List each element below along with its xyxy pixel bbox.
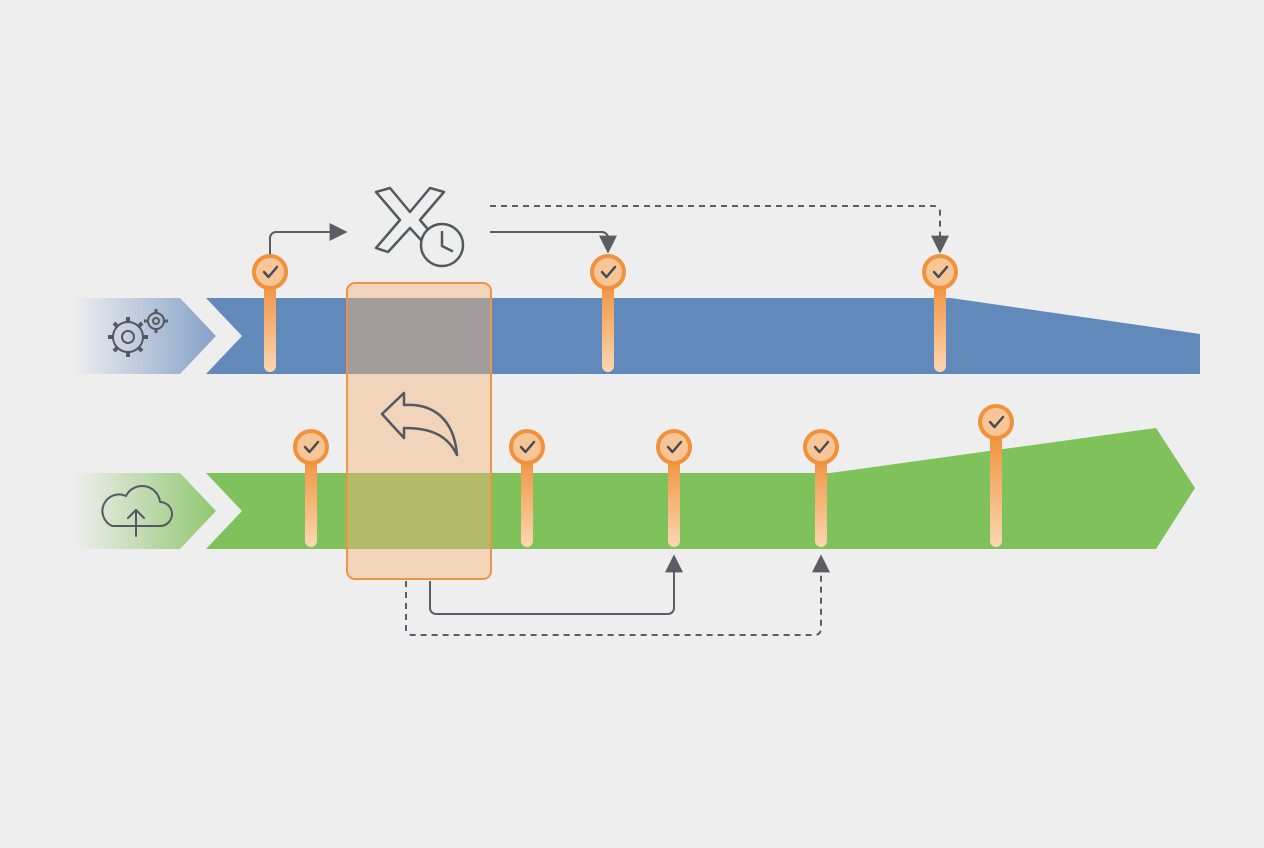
gears-icon (108, 309, 168, 357)
milestone-stem (521, 447, 533, 547)
green-milestone-pin (293, 429, 329, 547)
checkmark-icon (600, 265, 617, 279)
milestone-stem (934, 272, 946, 372)
green-lane-body (206, 428, 1195, 549)
checkmark-icon (988, 415, 1005, 429)
milestone-badge (590, 254, 626, 290)
milestone-badge (656, 429, 692, 465)
checkmark-icon (813, 440, 830, 454)
checkmark-icon (262, 265, 279, 279)
milestone-stem (990, 422, 1002, 547)
milestone-stem (602, 272, 614, 372)
blue-milestone-pin (590, 254, 626, 372)
milestone-badge (509, 429, 545, 465)
checkmark-icon (666, 440, 683, 454)
retry-connector-blue-3 (490, 205, 949, 254)
rollback-window (346, 282, 492, 580)
checkmark-icon (932, 265, 949, 279)
green-milestone-pin (509, 429, 545, 547)
blue-lane-fade-tail (930, 298, 1200, 374)
checkmark-icon (303, 440, 320, 454)
blue-pipeline-lane (72, 298, 1200, 374)
blue-milestone-pin (252, 254, 288, 372)
blue-milestone-pin (922, 254, 958, 372)
restore-connector-green-3 (429, 554, 683, 615)
milestone-badge (803, 429, 839, 465)
milestone-badge (922, 254, 958, 290)
milestones (252, 254, 1014, 547)
connectors (269, 205, 949, 636)
milestone-stem (815, 447, 827, 547)
green-milestone-pin (978, 404, 1014, 547)
fail-trigger-connector (269, 223, 348, 258)
milestone-badge (293, 429, 329, 465)
milestone-stem (668, 447, 680, 547)
milestone-stem (264, 272, 276, 372)
green-lane-start-chevron (72, 473, 216, 549)
checkmark-icon (519, 440, 536, 454)
green-milestone-pin (656, 429, 692, 547)
green-milestone-pin (803, 429, 839, 547)
milestone-badge (978, 404, 1014, 440)
milestone-badge (252, 254, 288, 290)
green-deploy-lane (72, 428, 1195, 549)
undo-arrow-icon (380, 391, 459, 457)
cloud-upload-icon (101, 485, 173, 537)
cancel-x-with-clock-icon (374, 186, 465, 268)
retry-connector-blue-2 (490, 231, 617, 254)
milestone-stem (305, 447, 317, 547)
restore-connector-green-4 (405, 554, 830, 636)
